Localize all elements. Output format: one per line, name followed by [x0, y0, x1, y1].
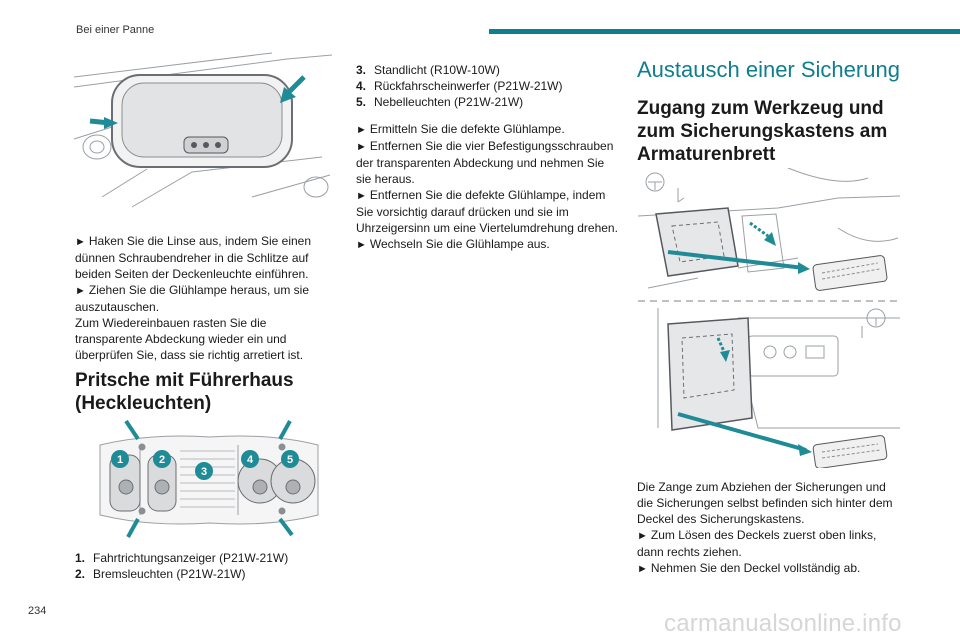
arrow-bullet-icon: ► — [356, 141, 367, 153]
legend-item: 4.Rückfahrscheinwerfer (P21W-21W) — [356, 79, 563, 93]
arrow-bullet-icon: ► — [637, 530, 648, 542]
page-number: 234 — [28, 605, 47, 617]
reinstall-note: Zum Wiedereinbauen rasten Sie die transp… — [75, 316, 304, 362]
fuse-access-text: Die Zange zum Abziehen der Sicherungen u… — [637, 479, 899, 577]
instruction-step: ►Entfernen Sie die vier Befestigungsschr… — [356, 139, 614, 186]
callout-5: 5 — [287, 454, 293, 466]
callout-4: 4 — [247, 454, 254, 466]
legend-item: 3.Standlicht (R10W-10W) — [356, 63, 500, 77]
arrow-bullet-icon: ► — [356, 239, 367, 251]
callout-2: 2 — [159, 454, 165, 466]
instruction-step: ►Haken Sie die Linse aus, indem Sie eine… — [75, 234, 312, 281]
instruction-step: ►Entfernen Sie die defekte Glühlampe, in… — [356, 188, 618, 235]
arrow-bullet-icon: ► — [637, 563, 648, 575]
watermark: carmanualsonline.info — [664, 610, 902, 637]
header-accent-bar — [489, 29, 960, 34]
arrow-bullet-icon: ► — [75, 285, 86, 297]
rear-lamp-legend-part2: 3.Standlicht (R10W-10W) 4.Rückfahrschein… — [356, 62, 618, 110]
instruction-step: ►Ermitteln Sie die defekte Glühlampe. — [356, 122, 565, 136]
instruction-step: ►Wechseln Sie die Glühlampe aus. — [356, 237, 550, 251]
rear-lamp-illustration: 1 2 3 4 5 — [99, 419, 319, 538]
rear-lamp-legend-part1: 1.Fahrtrichtungsanzeiger (P21W-21W) 2.Br… — [75, 550, 337, 582]
header-section-label: Bei einer Panne — [76, 24, 155, 36]
section-title-rear-lamps: Pritsche mit Führerhaus (Heckleuchten) — [75, 370, 294, 414]
ceiling-lamp-illustration — [73, 52, 333, 208]
arrow-bullet-icon: ► — [75, 236, 86, 248]
arrow-bullet-icon: ► — [356, 124, 367, 136]
fuse-box-illustration — [638, 168, 900, 468]
arrow-bullet-icon: ► — [356, 190, 367, 202]
legend-item: 2.Bremsleuchten (P21W-21W) — [75, 567, 246, 581]
section-title-fuse-access: Zugang zum Werkzeug und zum Sicherungska… — [637, 98, 888, 165]
legend-item: 5.Nebelleuchten (P21W-21W) — [356, 95, 524, 109]
legend-item: 1.Fahrtrichtungsanzeiger (P21W-21W) — [75, 551, 289, 565]
instruction-step: ►Zum Lösen des Deckels zuerst oben links… — [637, 528, 877, 559]
instruction-step: ►Ziehen Sie die Glühlampe heraus, um sie… — [75, 283, 310, 314]
ceiling-lamp-instructions: ►Haken Sie die Linse aus, indem Sie eine… — [75, 233, 337, 363]
instruction-step: ►Nehmen Sie den Deckel vollständig ab. — [637, 561, 861, 575]
callout-3: 3 — [201, 466, 207, 478]
fuse-access-body: Die Zange zum Abziehen der Sicherungen u… — [637, 480, 893, 526]
callout-1: 1 — [117, 454, 123, 466]
page-title: Austausch einer Sicherung — [637, 57, 900, 82]
rear-lamp-instructions: ►Ermitteln Sie die defekte Glühlampe. ►E… — [356, 121, 618, 253]
